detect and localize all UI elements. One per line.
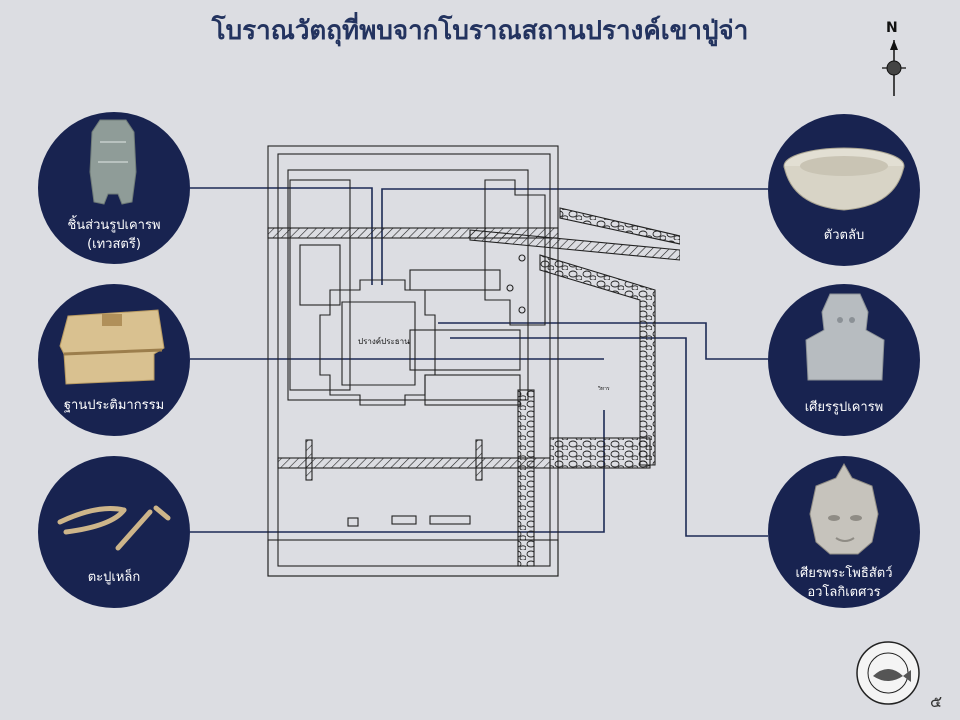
compass-icon <box>882 40 906 96</box>
bodhisattva-image <box>809 462 879 555</box>
connector-bodhisattva <box>450 337 768 537</box>
north-compass: N <box>876 20 912 100</box>
nails-image <box>57 505 171 551</box>
connector-container <box>381 188 768 285</box>
fragment-label-2: (เทวสตรี) <box>87 237 141 252</box>
artifact-bodhisattva: เศียรพระโพธิสัตว์ อวโลกิเตศวร <box>768 456 920 608</box>
fragment-image <box>89 119 137 205</box>
artifact-fragment: ชิ้นส่วนรูปเคารพ (เทวสตรี) <box>38 112 190 264</box>
museum-seal-icon <box>856 641 920 705</box>
container-image <box>783 147 905 211</box>
artifact-head: เศียรรูปเคารพ <box>768 284 920 436</box>
north-label: N <box>886 20 898 36</box>
site-floor-plan: ปรางค์ประธาน วิหาร <box>267 145 680 577</box>
prang-label: ปรางค์ประธาน <box>358 336 410 346</box>
nails-label: ตะปูเหล็ก <box>87 570 141 585</box>
head-label: เศียรรูปเคารพ <box>804 400 884 415</box>
bodhisattva-label-2: อวโลกิเตศวร <box>807 585 881 600</box>
connector-head <box>438 322 768 360</box>
fragment-label-1: ชิ้นส่วนรูปเคารพ <box>67 218 161 233</box>
artifact-nails: ตะปูเหล็ก <box>38 456 190 608</box>
vihara-label: วิหาร <box>598 385 610 392</box>
head-image <box>805 293 885 381</box>
artifact-container: ตัวตลับ <box>768 114 920 266</box>
connector-fragment <box>190 187 373 285</box>
museum-logo <box>855 640 921 706</box>
page-number: ๕ <box>930 692 943 711</box>
artifact-pedestal: ฐานประติมากรรม <box>38 284 190 436</box>
pedestal-image <box>59 309 165 385</box>
bodhisattva-label-1: เศียรพระโพธิสัตว์ <box>795 566 893 581</box>
page-title: โบราณวัตถุที่พบจากโบราณสถานปรางค์เขาปู่จ… <box>211 16 749 46</box>
pedestal-label: ฐานประติมากรรม <box>63 398 165 413</box>
container-label: ตัวตลับ <box>823 228 865 243</box>
